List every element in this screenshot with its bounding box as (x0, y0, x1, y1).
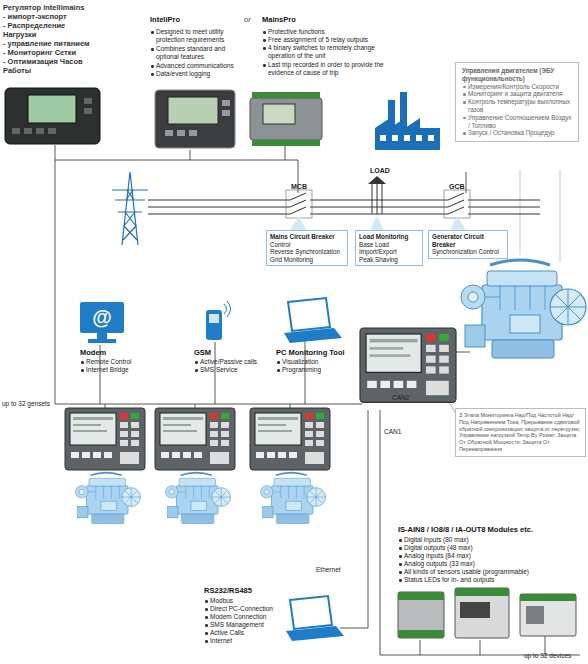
screen-symbol: @ (89, 306, 115, 328)
feature-bullet: Remote Control (86, 358, 186, 366)
feature-bullet: Designed to meet utility protection requ… (156, 28, 242, 44)
product-name: MainsPro (262, 16, 352, 24)
interface-heading: RS232/RS485 (204, 587, 284, 595)
box-item: Запуск / Остановка Процедур (468, 129, 574, 137)
heading: Регулятор intellimains (3, 3, 123, 12)
box-item: Grid Monitoring (270, 256, 344, 264)
feature-bullet: Digital inputs (80 max) (404, 536, 584, 544)
note-box: З Этапа Мониторинга Над/Под Частотой Над… (455, 408, 586, 457)
bus-label: CAN1 (384, 428, 414, 436)
feature-bullet: Modem Connection (210, 613, 290, 621)
device-name: GSM (194, 349, 274, 357)
box-item: Control (270, 241, 344, 249)
box-item: Import/Export (359, 248, 419, 256)
feature-bullet: Active Calls (210, 629, 290, 637)
box-item: Synchronization Control (432, 248, 504, 256)
feature-bullet: Analog inputs (84 max) (404, 552, 584, 560)
box-item: Base Load (359, 241, 419, 249)
callout-box: Mains Circuit BreakerControlReverse Sync… (266, 230, 348, 266)
feature-item: - Оптимизация Часов Работы (3, 57, 95, 75)
callout-box: Load MonitoringBase LoadImport/ExportPea… (355, 230, 423, 266)
breaker-label: MCB (291, 183, 321, 191)
box-item: Контроль температуры выхлопных газов (468, 98, 574, 114)
device-name: PC Monitoring Tool (276, 349, 366, 357)
box-item: Мониторинг и защита двигателя (468, 90, 574, 98)
box-item: Измерения/Контроль Скорости (468, 83, 574, 91)
module-heading: IS-AIN8 / IO8/8 / IA-OUT8 Modules etc. (398, 526, 586, 534)
feature-bullet: Data/event logging (156, 70, 242, 78)
feature-item: - импорт-экспорт (3, 12, 123, 21)
box-item: Peak Shaving (359, 256, 419, 264)
feature-bullet: Analog outputs (33 max) (404, 560, 584, 568)
conjunction: or (244, 16, 264, 24)
feature-bullet: Programming (282, 366, 362, 374)
feature-bullet: Visualization (282, 358, 362, 366)
feature-item: - Распределение Нагрузки (3, 21, 81, 39)
feature-bullet: Direct PC-Connection (210, 605, 290, 613)
feature-bullet: Combines standard and optional features (156, 45, 242, 61)
feature-bullet: Last trip recorded in order to provide t… (268, 61, 393, 77)
feature-bullet: Free assignment of 5 relay outputs (268, 36, 393, 44)
feature-bullet: Modbus (210, 597, 290, 605)
load-label: LOAD (370, 167, 400, 175)
feature-bullet: Internet Bridge (86, 366, 186, 374)
feature-item: - управление питанием (3, 39, 123, 48)
feature-bullet: SMS Service (200, 366, 280, 374)
feature-bullet: SMS Management (210, 621, 290, 629)
feature-bullet: Advanced communications (156, 62, 242, 70)
feature-item: - Мониторинг Сетки (3, 48, 123, 57)
feature-bullet: Protective functions (268, 28, 393, 36)
box-heading: Mains Circuit Breaker (270, 233, 344, 241)
box-item: Reverse Synchronization (270, 248, 344, 256)
feature-bullet: 4 binary switches to remotely change ope… (268, 44, 393, 60)
box-heading: Управления двигателем (ЭБУ функционально… (462, 67, 574, 83)
function-box: Управления двигателем (ЭБУ функционально… (455, 62, 579, 142)
feature-bullet: Active/Passive calls (200, 358, 280, 366)
bus-label: Ethernet (316, 566, 356, 574)
box-heading: Generator Circuit Breaker (432, 233, 504, 248)
feature-bullet: All kinds of sensors usable (programmabl… (404, 568, 584, 576)
count-note: up to 32 devices (524, 652, 588, 660)
device-name: Modem (80, 349, 160, 357)
feature-bullet: Digital outputs (48 max) (404, 544, 584, 552)
product-name: InteliPro (150, 16, 240, 24)
feature-bullet: Internet (210, 637, 290, 645)
callout-box: Generator Circuit BreakerSynchronization… (428, 230, 508, 259)
bus-label: up to 32 gensets (2, 400, 72, 408)
box-heading: З Этапа Мониторинга Над/Под Частотой Над… (459, 412, 582, 453)
bus-label: CAN2 (392, 394, 422, 402)
feature-bullet: Status LEDs for in- and outputs (404, 576, 584, 584)
box-item: Управление Соотношением Воздух / Топливо (468, 114, 574, 130)
box-heading: Load Monitoring (359, 233, 419, 241)
breaker-label: GCB (449, 183, 479, 191)
